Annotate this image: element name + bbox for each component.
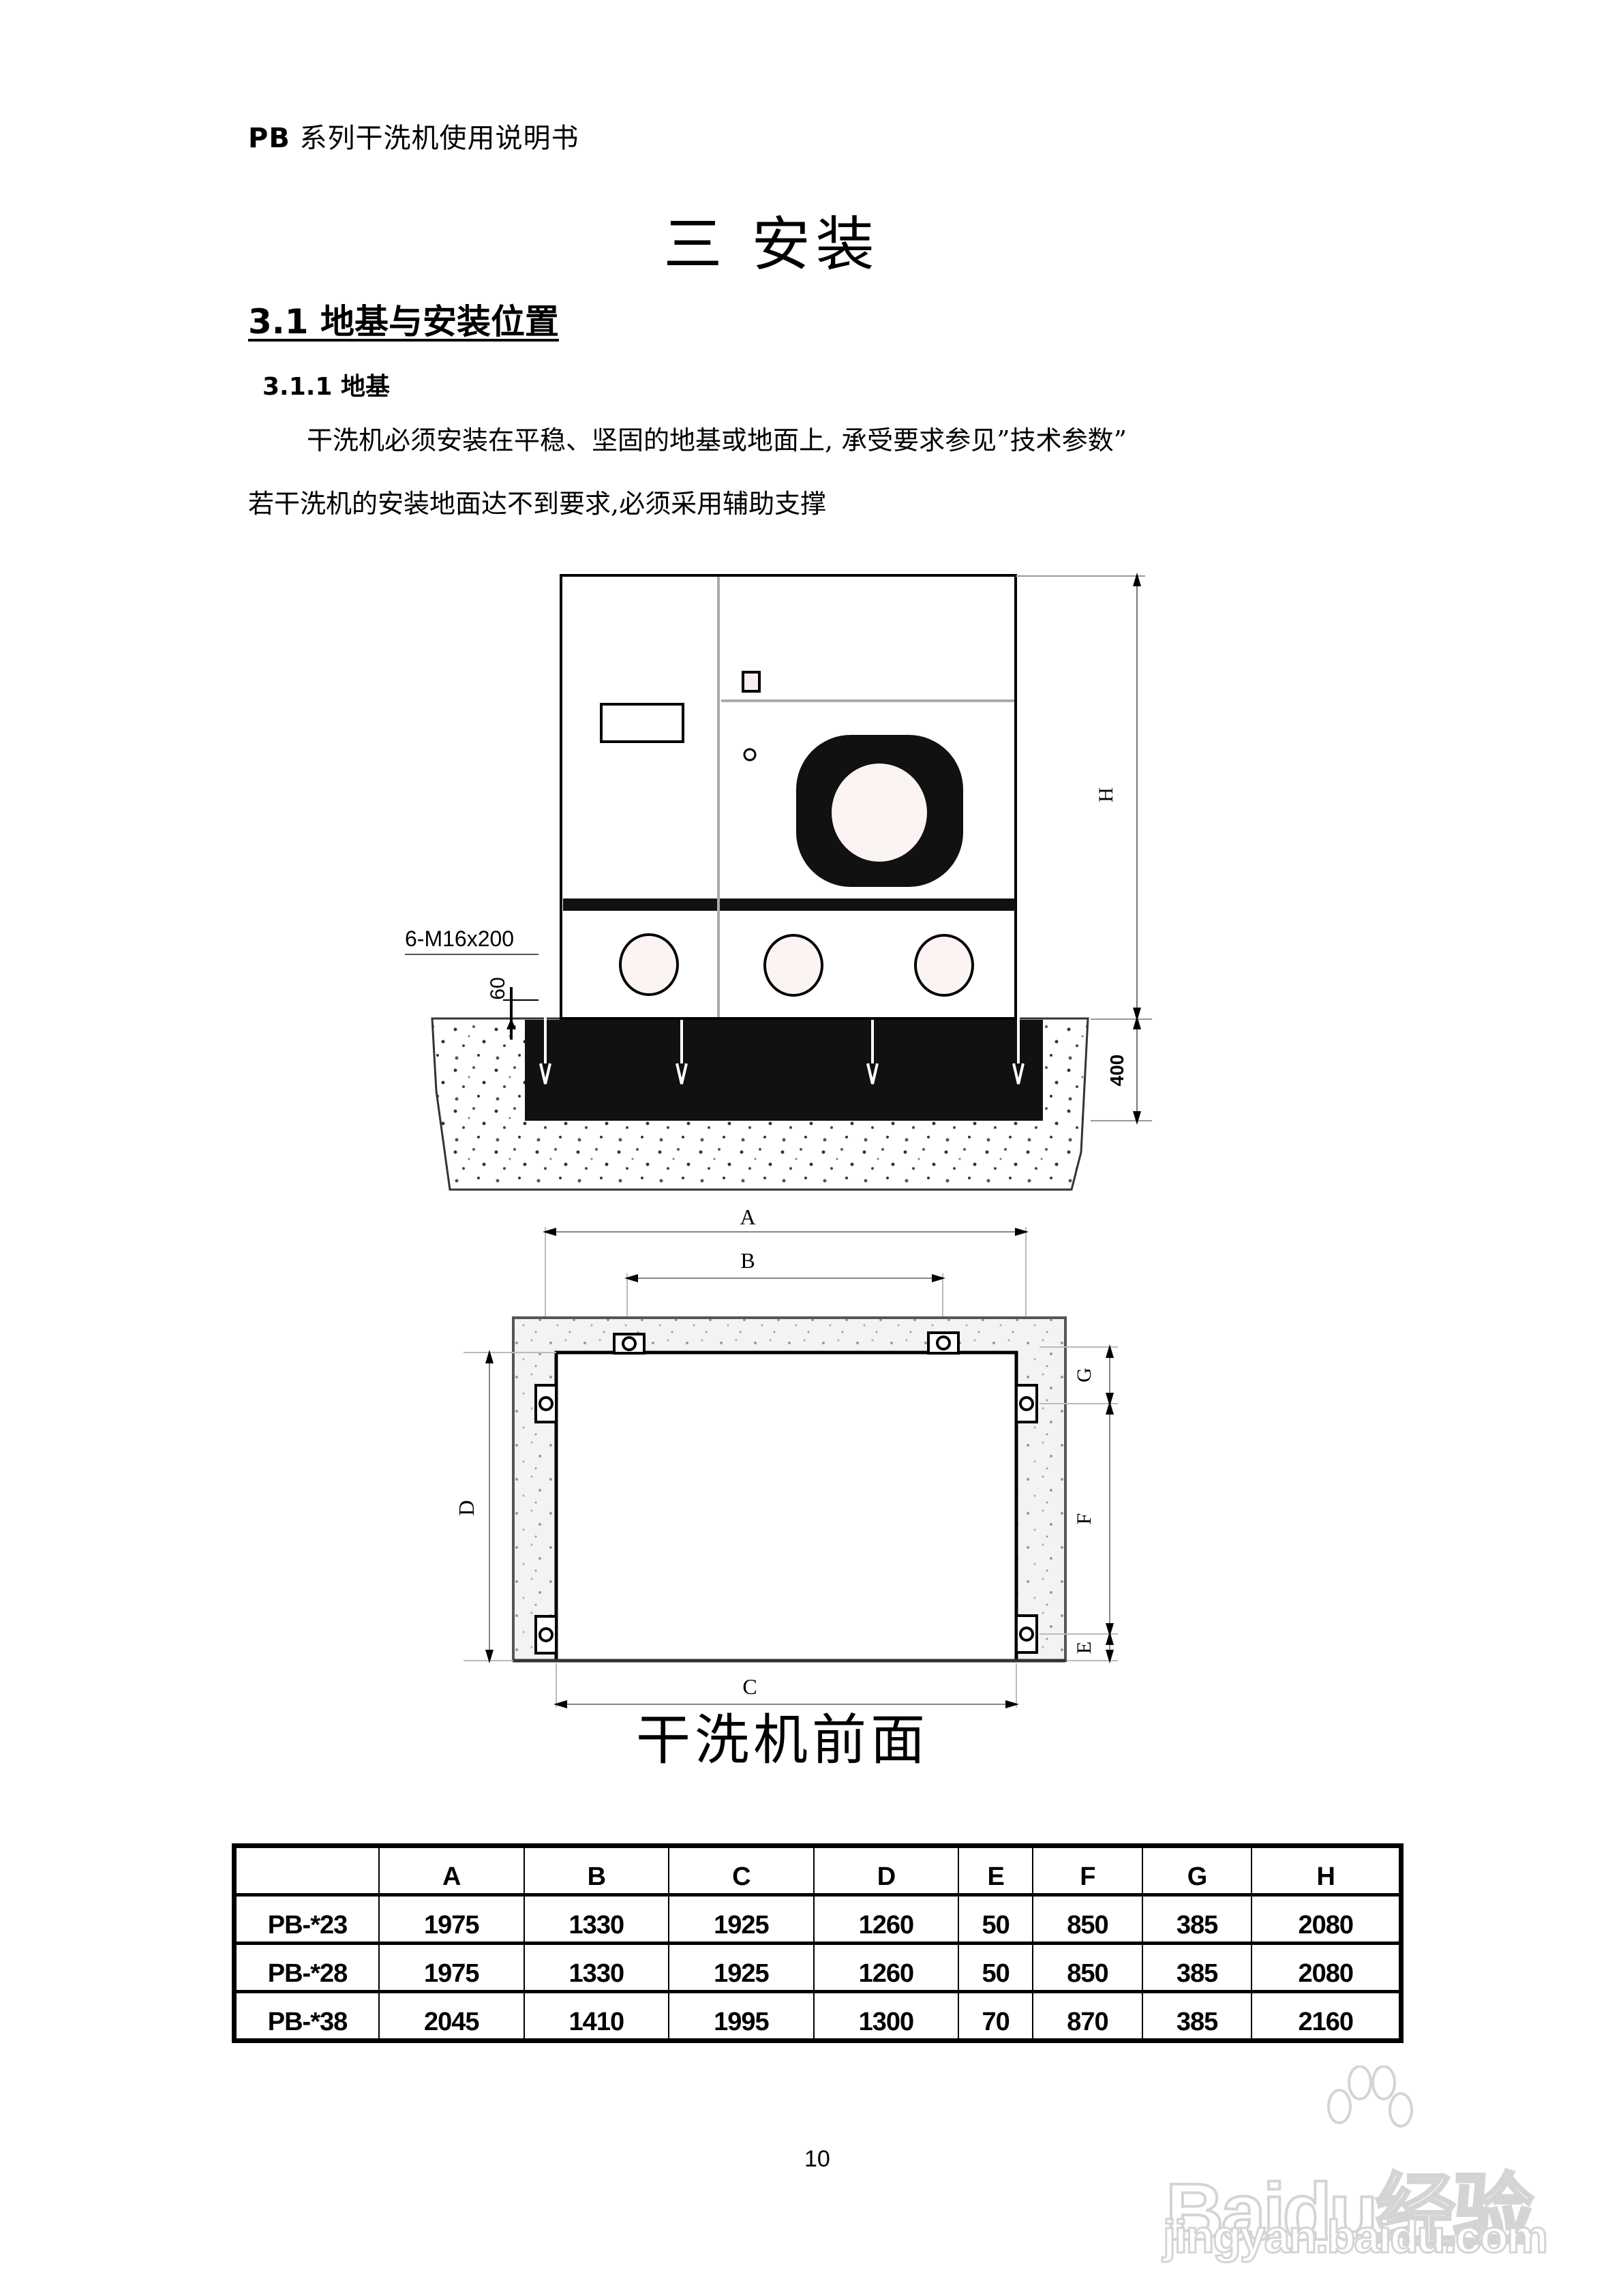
value-cell: 1410 — [523, 1990, 669, 2041]
header-cell: E — [958, 1845, 1033, 1895]
dimension-f-label: F — [1073, 1513, 1095, 1525]
header-cell: F — [1032, 1845, 1142, 1895]
paw-logo-icon — [1327, 2066, 1413, 2128]
value-cell: 385 — [1141, 1990, 1252, 2041]
value-cell: 1260 — [813, 1942, 959, 1992]
header-cell: D — [813, 1845, 959, 1895]
value-cell: 2160 — [1251, 1990, 1401, 2041]
header-cell: H — [1251, 1845, 1401, 1895]
header-prefix: PB — [248, 123, 290, 154]
header-cell: C — [668, 1845, 814, 1895]
paragraph-1: 干洗机必须安装在平稳、坚固的地基或地面上, 承受要求参见”技术参数” — [307, 425, 1127, 455]
value-cell: 850 — [1032, 1893, 1142, 1944]
plan-drawing: A B D G F E C 干洗机前面 — [454, 1205, 1118, 1772]
value-cell: 1330 — [523, 1893, 669, 1944]
value-cell: 1995 — [668, 1990, 814, 2041]
dimension-c-label: C — [742, 1674, 757, 1699]
value-cell: 385 — [1141, 1942, 1252, 1992]
dimension-d-label: D — [454, 1500, 479, 1515]
table-header-row: A B C D E F G H — [234, 1845, 1401, 1895]
model-cell: PB-*38 — [234, 1990, 379, 2041]
bolt-protrusion-label: 60 — [487, 977, 509, 999]
value-cell: 70 — [958, 1990, 1033, 2041]
paragraph-2: 若干洗机的安装地面达不到要求,必须采用辅助支撑 — [248, 489, 827, 519]
model-cell: PB-*28 — [234, 1942, 379, 1992]
model-cell: PB-*23 — [234, 1893, 379, 1944]
value-cell: 2080 — [1251, 1893, 1401, 1944]
baidu-watermark: Baidu经验 jingyan.baidu.com — [1159, 2066, 1549, 2264]
elevation-drawing: H 400 6-M16x200 60 — [405, 573, 1152, 1191]
value-cell: 1330 — [523, 1942, 669, 1992]
watermark-logo-text: Baidu经验 — [1164, 2166, 1535, 2259]
dimension-h-label: H — [1095, 787, 1117, 802]
value-cell: 1975 — [378, 1942, 524, 1992]
table-row: PB-*23 1975 1330 1925 1260 50 850 385 20… — [234, 1893, 1401, 1944]
value-cell: 2080 — [1251, 1942, 1401, 1992]
section-heading: 3.1 地基与安装位置 — [248, 302, 559, 342]
anchor-bolt-pads — [534, 1331, 1038, 1655]
value-cell: 1260 — [813, 1893, 959, 1944]
value-cell: 850 — [1032, 1942, 1142, 1992]
plan-caption: 干洗机前面 — [636, 1708, 929, 1772]
header-cell — [234, 1846, 380, 1895]
dimension-e-label: E — [1073, 1642, 1095, 1654]
value-cell: 50 — [958, 1942, 1033, 1992]
value-cell: 2045 — [378, 1990, 524, 2041]
machine-footprint — [554, 1350, 1018, 1663]
header-cell: G — [1141, 1845, 1252, 1895]
value-cell: 1925 — [668, 1942, 814, 1992]
chapter-title: 三 安装 — [663, 211, 880, 279]
page-number: 10 — [804, 2146, 830, 2172]
value-cell: 1925 — [668, 1893, 814, 1944]
header-cell: B — [523, 1845, 669, 1895]
header-title: 系列干洗机使用说明书 — [290, 123, 579, 154]
dimension-b-label: B — [740, 1248, 755, 1273]
subsection-heading: 3.1.1 地基 — [262, 373, 391, 401]
foundation-block — [525, 1020, 1043, 1121]
document-header: PB 系列干洗机使用说明书 — [248, 116, 579, 155]
table-row: PB-*28 1975 1330 1925 1260 50 850 385 20… — [234, 1942, 1401, 1992]
table-row: PB-*38 2045 1410 1995 1300 70 870 385 21… — [234, 1990, 1401, 2041]
bolt-spec-label: 6-M16x200 — [405, 926, 514, 951]
header-cell: A — [378, 1845, 524, 1895]
watermark-url: jingyan.baidu.com — [1162, 2210, 1549, 2264]
dimensions-table: A B C D E F G H PB-*23 1975 1330 1925 12… — [232, 1843, 1404, 2043]
value-cell: 50 — [958, 1893, 1033, 1944]
value-cell: 870 — [1032, 1990, 1142, 2041]
control-panel — [600, 703, 684, 743]
door-window — [832, 764, 927, 862]
foundation-depth-label: 400 — [1106, 1055, 1127, 1087]
value-cell: 1975 — [378, 1893, 524, 1944]
indicator-square — [742, 671, 761, 693]
anchor-bolts — [539, 1009, 1025, 1085]
dry-cleaning-machine — [560, 574, 1017, 1020]
dimension-g-label: G — [1073, 1368, 1095, 1383]
value-cell: 1300 — [813, 1990, 959, 2041]
dimension-a-label: A — [740, 1205, 755, 1229]
value-cell: 385 — [1141, 1893, 1252, 1944]
